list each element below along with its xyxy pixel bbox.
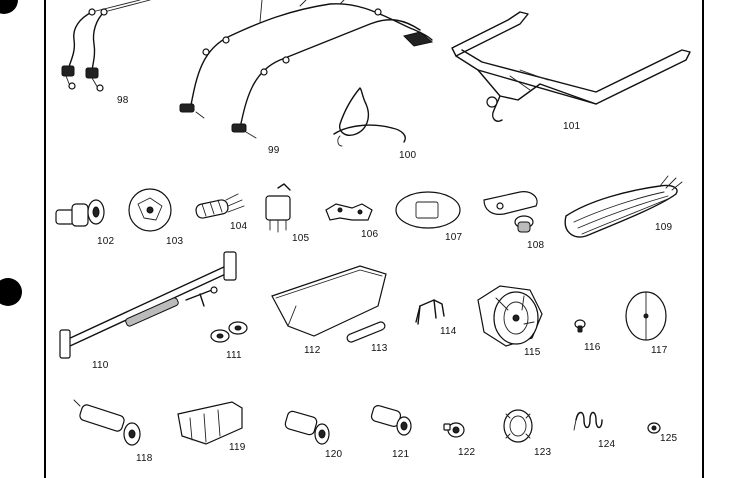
part-label-110: 110 <box>92 360 109 371</box>
part-label-101: 101 <box>563 121 581 132</box>
part-label-102: 102 <box>97 236 115 247</box>
plate-grommet-drawing-108 <box>483 191 538 233</box>
part-label-103: 103 <box>166 236 184 247</box>
part-label-116: 116 <box>584 342 601 353</box>
washer-drawing-125 <box>647 422 661 434</box>
clip-bracket-drawing-114 <box>415 299 445 325</box>
part-label-105: 105 <box>292 233 310 244</box>
part-label-114: 114 <box>440 326 457 337</box>
part-label-113: 113 <box>371 343 388 354</box>
ring-drawing-123 <box>503 409 533 443</box>
part-label-100: 100 <box>399 150 417 161</box>
part-label-108: 108 <box>527 240 545 251</box>
socket-drawing-120 <box>284 410 330 445</box>
tray-drawing-112 <box>271 265 387 337</box>
part-label-122: 122 <box>458 447 476 458</box>
part-label-107: 107 <box>445 232 463 243</box>
heater-fan-drawing-115 <box>477 285 543 347</box>
holder-bracket-drawing-119 <box>177 401 243 445</box>
part-label-121: 121 <box>392 449 410 460</box>
socket-drawing-121 <box>370 405 412 436</box>
oval-cover-drawing-107 <box>395 191 461 229</box>
wiring-loom-drawing-99 <box>179 0 434 139</box>
wire-clip-drawing-104 <box>195 193 245 219</box>
cover-plate-drawing-103 <box>128 188 172 232</box>
cable-coil-drawing-109 <box>564 175 683 238</box>
part-label-123: 123 <box>534 447 552 458</box>
part-label-124: 124 <box>598 439 616 450</box>
relay-drawing-105 <box>265 183 291 233</box>
lighter-plug-drawing-118 <box>73 399 141 446</box>
frame-right-border <box>702 0 704 478</box>
wiring-harness-drawing-98 <box>61 0 151 92</box>
rod-assembly-drawing-110 <box>59 251 237 359</box>
part-label-99: 99 <box>268 145 280 156</box>
part-label-106: 106 <box>361 229 379 240</box>
small-bar-drawing-113 <box>346 321 386 343</box>
knob-drawing-116 <box>574 319 586 333</box>
plug-drawing-122 <box>443 422 465 438</box>
part-label-112: 112 <box>304 345 321 356</box>
part-label-98: 98 <box>117 95 129 106</box>
spring-drawing-124 <box>573 411 603 431</box>
washers-drawing-111 <box>210 321 248 343</box>
frame-left-border <box>44 0 46 478</box>
tow-rope-drawing-100 <box>333 87 406 147</box>
binder-hole-middle <box>0 278 22 306</box>
socket-drawing-102 <box>55 199 105 227</box>
part-label-118: 118 <box>136 453 153 464</box>
part-label-117: 117 <box>651 345 668 356</box>
part-label-111: 111 <box>226 350 242 361</box>
disc-drawing-117 <box>625 291 667 341</box>
bracket-drawing-106 <box>325 203 373 221</box>
part-label-109: 109 <box>655 222 673 233</box>
part-label-125: 125 <box>660 433 678 444</box>
trailer-hitch-drawing-101 <box>451 11 691 122</box>
part-label-104: 104 <box>230 221 248 232</box>
part-label-120: 120 <box>325 449 343 460</box>
part-label-115: 115 <box>524 347 541 358</box>
part-label-119: 119 <box>229 442 246 453</box>
